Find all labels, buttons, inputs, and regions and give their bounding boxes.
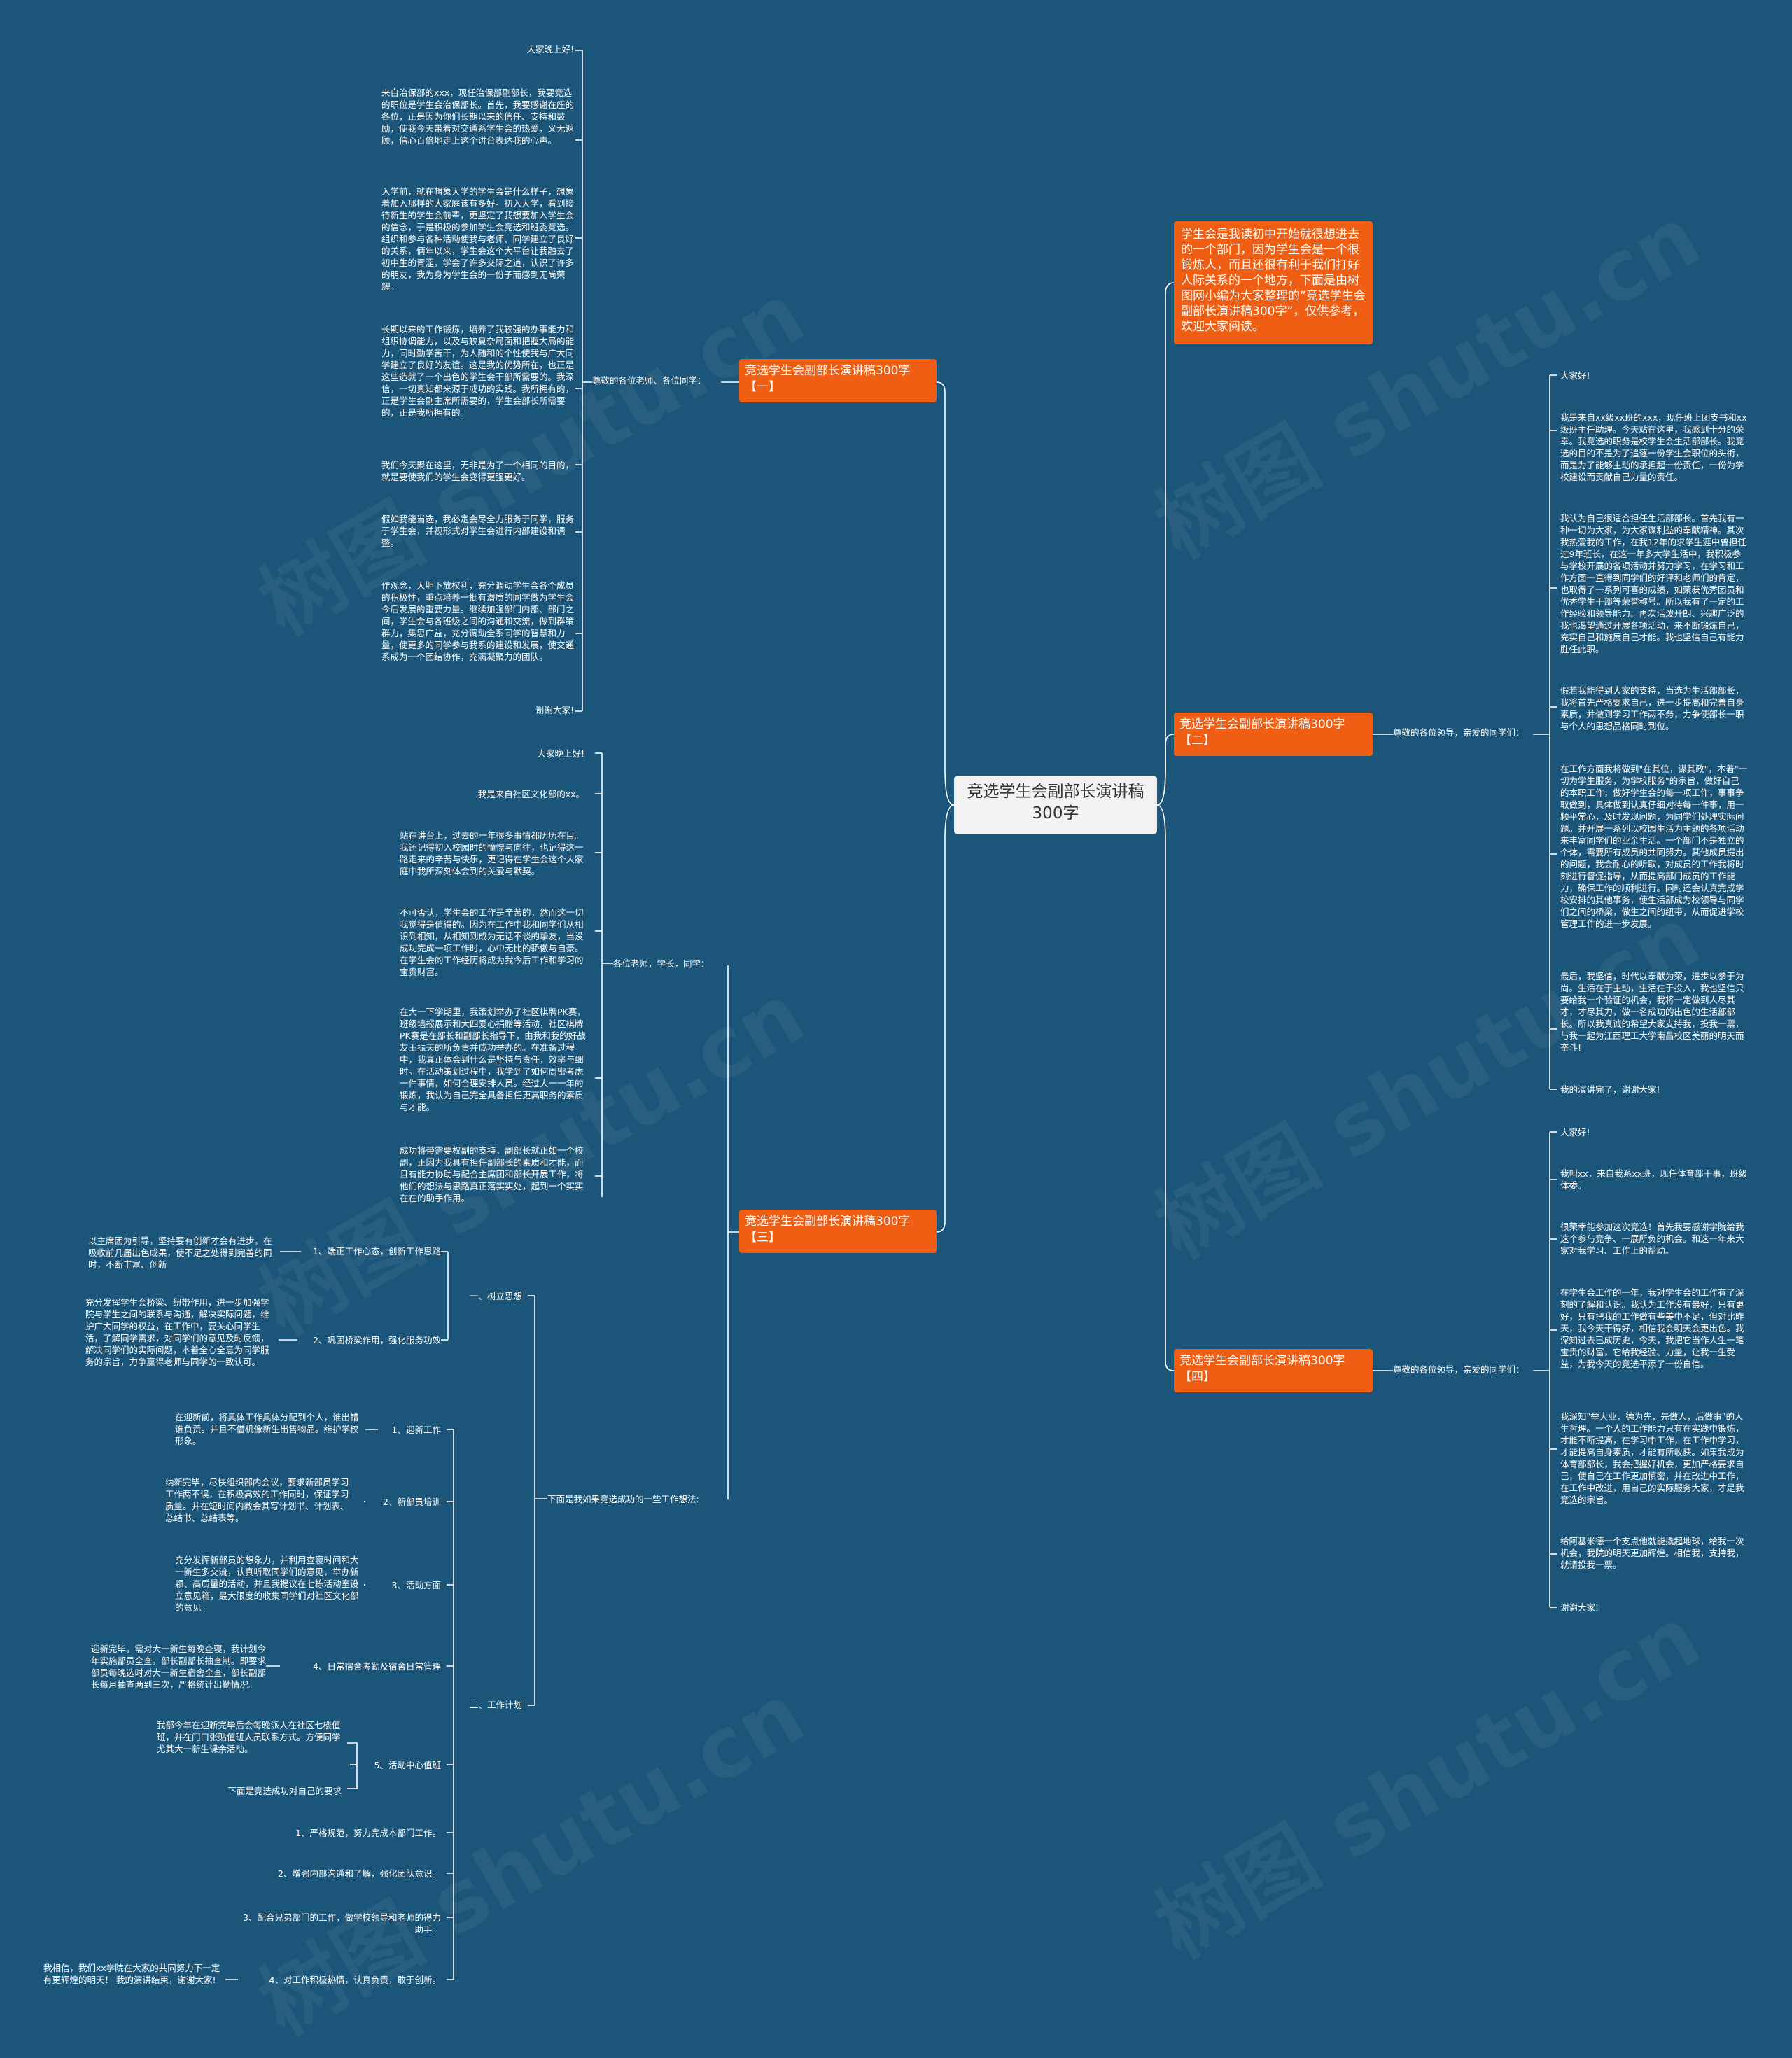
b3-paragraph: 不可否认，学生会的工作是辛苦的，然而这一切我觉得是值得的。因为在工作中我和同学们… xyxy=(400,907,584,977)
b2-paragraph: 我是来自xx级xx班的xxx，现任班上团支书和xx级班主任助理。今天站在这里，我… xyxy=(1560,412,1747,482)
b3-s2-detail: 充分发挥新部员的想象力，并利用查寝时间和大一新生多交流，认真听取同学们的意见，举… xyxy=(175,1555,359,1613)
b3-s2-item: 3、配合兄弟部门的工作，做学校领导和老师的得力助手。 xyxy=(243,1912,441,1935)
b1-paragraph: 入学前，就在想象大学的学生会是什么样子，想象着加入那样的大家庭该有多好。初入大学… xyxy=(382,186,575,292)
connector xyxy=(1156,282,1175,806)
b3-paragraph: 在大一下学期里，我策划举办了社区棋牌PK赛，班级墙报展示和大四爱心捐赠等活动，社… xyxy=(400,1007,586,1112)
branch-speech-4[interactable]: 竞选学生会副部长演讲稿300字【四】 xyxy=(1174,1349,1373,1392)
root-topic[interactable]: 竞选学生会副部长演讲稿300字 xyxy=(954,776,1157,834)
b3-s1-item: 1、端正工作心态，创新工作思路 xyxy=(313,1246,441,1256)
b3-s2-detail: 我部今年在迎新完毕后会每晚派人在社区七楼值班，并在门口张贴值班人员联系方式。方便… xyxy=(157,1720,341,1754)
b3-s1-detail: 以主席团为引导，坚持要有创新才会有进步，在吸收前几届出色成果，使不足之处得到完善… xyxy=(88,1236,272,1270)
connector xyxy=(1156,734,1175,806)
b3-plan-heading: 下面是我如果竞选成功的一些工作想法: xyxy=(547,1494,699,1504)
b3-s1-detail: 充分发挥学生会桥梁、纽带作用，进一步加强学院与学生之间的联系与沟通，解决实际问题… xyxy=(85,1297,270,1367)
b4-paragraph: 在学生会工作的一年，我对学生会的工作有了深刻的了解和认识。我认为工作没有最好，只… xyxy=(1560,1287,1744,1369)
b3-s2-item: 4、日常宿舍考勤及宿舍日常管理 xyxy=(313,1661,441,1672)
b3-s2-item: 2、增强内部沟通和了解，强化团队意识。 xyxy=(278,1868,441,1879)
b3-paragraph: 我是来自社区文化部的xx。 xyxy=(477,789,584,799)
b2-paragraph: 在工作方面我将做到"在其位，谋其政"，本着"一切为学生服务，为学校服务"的宗旨，… xyxy=(1560,764,1748,929)
b2-paragraph: 我的演讲完了，谢谢大家! xyxy=(1560,1084,1660,1095)
b3-paragraph: 成功将带需要权副的支持，副部长就正如一个校副，正因为我具有担任副部长的素质和才能… xyxy=(400,1145,584,1203)
b4-paragraph: 很荣幸能参加这次竞选！首先我要感谢学院给我这个参与竞争、一展所负的机会。和这一年… xyxy=(1560,1222,1744,1256)
branch-speech-3[interactable]: 竞选学生会副部长演讲稿300字【三】 xyxy=(739,1210,937,1253)
b2-paragraph: 我认为自己很适合担任生活部部长。首先我有一种一切为大家，为大家谋利益的奉献精神。… xyxy=(1560,513,1746,654)
b4-paragraph: 我深知"举大业，德为先，先做人，后做事"的人生哲理。一个人的工作能力只有在实践中… xyxy=(1560,1411,1744,1505)
connector xyxy=(1156,804,1175,1371)
b4-greeting: 尊敬的各位领导，亲爱的同学们： xyxy=(1393,1364,1525,1375)
b4-paragraph: 谢谢大家! xyxy=(1560,1602,1600,1613)
b3-s2-item: 5、活动中心值班 xyxy=(374,1760,441,1770)
b1-paragraph: 我们今天聚在这里，无非是为了一个相同的目的，就是要使我们的学生会变得更强更好。 xyxy=(382,460,575,482)
b3-s2-item: 1、严格规范，努力完成本部门工作。 xyxy=(295,1828,441,1838)
connector xyxy=(936,382,955,806)
b1-paragraph: 长期以来的工作锻炼，培养了我较强的办事能力和组织协调能力，以及与较复杂局面和把握… xyxy=(382,324,575,418)
b3-greeting: 各位老师，学长，同学： xyxy=(613,958,710,969)
b3-s2-item: 4、对工作积极热情，认真负责，敢于创新。 xyxy=(269,1975,441,1985)
b3-s2-detail: 纳新完毕，尽快组织部内会议，要求新部员学习工作两不误，在积极高效的工作同时，保证… xyxy=(165,1477,349,1523)
b1-greeting: 尊敬的各位老师、各位同学： xyxy=(592,375,706,386)
intro-node[interactable]: 学生会是我读初中开始就很想进去的一个部门，因为学生会是一个很锻炼人，而且还很有利… xyxy=(1174,221,1373,344)
b1-paragraph: 假如我能当选，我必定会尽全力服务于同学，服务于学生会，并视形式对学生会进行内部建… xyxy=(382,514,575,548)
b1-paragraph: 大家晚上好! xyxy=(526,44,574,55)
b1-paragraph: 来自治保部的xxx，现任治保部副部长，我要竞选的职位是学生会治保部长。首先，我要… xyxy=(382,88,575,146)
b2-paragraph: 最后，我坚信，时代以奉献为荣，进步以参于为尚。生活在于主动，生活在于投入，我也坚… xyxy=(1560,971,1744,1053)
branch-speech-2[interactable]: 竞选学生会副部长演讲稿300字【二】 xyxy=(1174,713,1373,756)
connector xyxy=(347,1742,358,1789)
b3-s2-detail: 迎新完毕，需对大一新生每晚查寝，我计划今年实施部员全查，部长副部长抽查制。即要求… xyxy=(91,1644,267,1690)
b3-s2-detail: 在迎新前，将具体工作具体分配到个人，谁出错谁负责。并且不借机像新生出售物品。维护… xyxy=(175,1412,359,1446)
b3-s1-item: 2、巩固桥梁作用，强化服务功效 xyxy=(313,1335,441,1345)
b4-paragraph: 我叫xx，来自我系xx班，现任体育部干事，班级体委。 xyxy=(1560,1168,1748,1191)
b1-paragraph: 作观念，大胆下放权利，充分调动学生会各个成员的积极性，重点培养一批有潜质的同学做… xyxy=(382,580,575,662)
b3-section-plan: 二、工作计划 xyxy=(469,1700,522,1710)
b3-s2-item: 2、新部员培训 xyxy=(383,1497,441,1507)
connector xyxy=(727,965,739,1233)
b3-s2-item: 1、迎新工作 xyxy=(391,1424,441,1435)
b3-section-ideology: 一、树立思想 xyxy=(469,1291,522,1301)
b3-paragraph: 大家晚上好! xyxy=(537,748,584,759)
b1-paragraph: 谢谢大家! xyxy=(535,705,574,715)
b3-s2-detail: 我相信，我们xx学院在大家的共同努力下一定有更辉煌的明天！ 我的演讲结束，谢谢大… xyxy=(43,1963,220,1985)
b2-paragraph: 大家好! xyxy=(1560,370,1590,381)
b3-paragraph: 站在讲台上，过去的一年很多事情都历历在目。我还记得初入校园时的憧憬与向往，也记得… xyxy=(400,830,584,876)
b2-paragraph: 假若我能得到大家的支持，当选为生活部部长，我将首先严格要求自己，进一步提高和完善… xyxy=(1560,685,1744,732)
b3-s2-item: 3、活动方面 xyxy=(391,1580,441,1590)
b3-s2-requirements-heading: 下面是竞选成功对自己的要求 xyxy=(227,1786,342,1796)
b4-paragraph: 给阿基米德一个支点他就能撬起地球，给我一次机会，我院的明天更加辉煌。相信我，支持… xyxy=(1560,1536,1744,1570)
b4-paragraph: 大家好! xyxy=(1560,1127,1590,1138)
connector xyxy=(936,804,955,1233)
b2-greeting: 尊敬的各位领导，亲爱的同学们： xyxy=(1393,727,1525,738)
branch-speech-1[interactable]: 竞选学生会副部长演讲稿300字【一】 xyxy=(739,359,937,402)
